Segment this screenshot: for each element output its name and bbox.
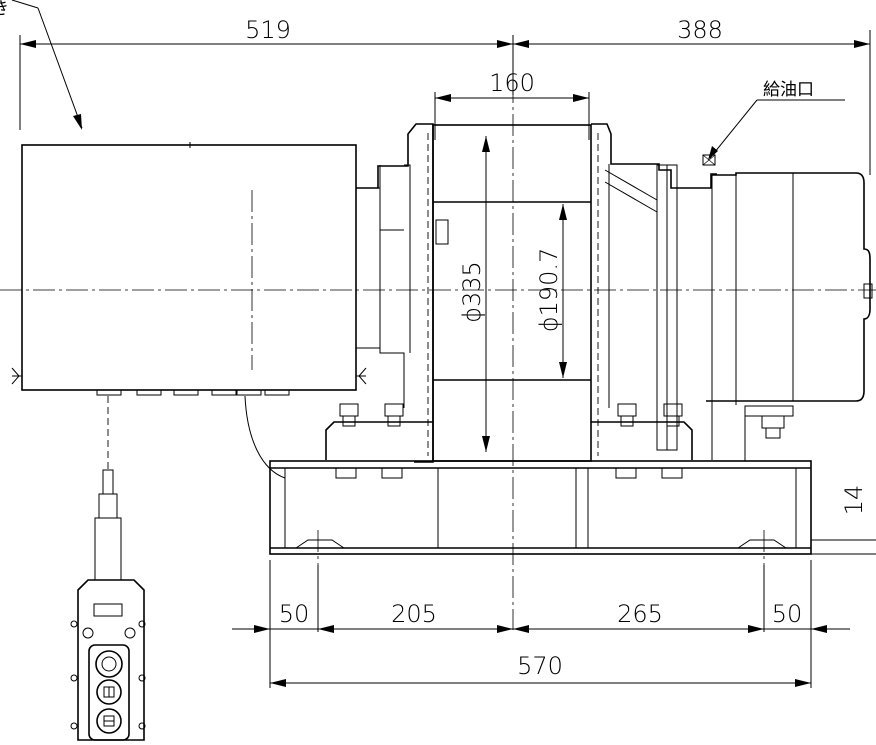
dim-50-right: 50: [772, 600, 803, 628]
control-box-leader: [11, 0, 83, 130]
up-button: [96, 679, 122, 705]
right-gear-housing: [591, 123, 717, 451]
dim-phi335: ϕ335: [458, 261, 486, 323]
gearbox-left: [355, 123, 434, 463]
dim-265: 265: [617, 600, 663, 628]
base-frame: [269, 460, 876, 565]
leader-label-fragment: き: [0, 0, 9, 19]
dim-160: 160: [489, 69, 535, 97]
dim-50-left: 50: [279, 600, 310, 628]
oil-port-label: 給油口: [763, 80, 814, 100]
motor: [706, 172, 873, 461]
dim-14: 14: [840, 485, 868, 516]
dim-570: 570: [517, 652, 563, 680]
bottom-dimension-lines: [232, 560, 850, 688]
oil-port-leader: [708, 99, 845, 160]
dim-519: 519: [245, 16, 291, 44]
dim-388: 388: [677, 16, 723, 44]
bolt-group-right: [615, 403, 683, 479]
base-pedestals: [325, 403, 693, 479]
bolt-group-left: [335, 403, 404, 479]
emergency-stop-button: [95, 650, 123, 678]
dim-160-lines: [434, 92, 590, 140]
down-button: [96, 708, 122, 734]
pendant-switch: [70, 469, 146, 741]
dim-205: 205: [391, 600, 437, 628]
control-box: [11, 142, 367, 479]
center-lines: [0, 48, 876, 630]
top-dimension-lines: [19, 30, 871, 175]
